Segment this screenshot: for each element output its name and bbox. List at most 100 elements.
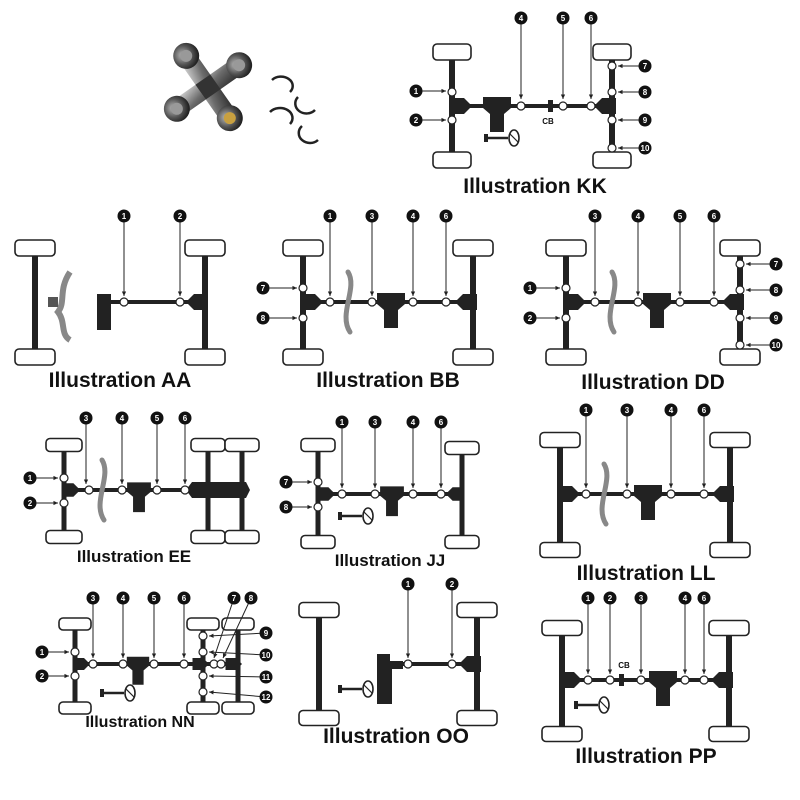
u-joint-point — [367, 297, 377, 307]
tire — [539, 541, 581, 559]
tire — [456, 601, 498, 619]
u-joint-point — [607, 87, 617, 97]
callout-badge — [523, 311, 537, 325]
callout-number: 10 — [262, 651, 271, 660]
differential — [594, 98, 616, 114]
callout-number: 1 — [584, 406, 589, 415]
callout-arrow — [151, 653, 157, 658]
u-joint-point — [198, 671, 208, 681]
callout-arrow — [618, 89, 623, 95]
callout-badge — [150, 411, 164, 425]
callout-badge — [227, 591, 241, 605]
callout-number: 3 — [370, 212, 375, 221]
callout-number: 5 — [155, 414, 160, 423]
callout-arrow — [607, 669, 613, 674]
transfer-case — [377, 293, 405, 328]
tire — [14, 348, 56, 366]
illustration-title: Illustration JJ — [335, 551, 446, 570]
differential — [712, 486, 734, 502]
tire — [298, 709, 340, 727]
callout-number: 1 — [340, 418, 345, 427]
u-joint-point — [441, 297, 451, 307]
u-joint-point — [607, 115, 617, 125]
callout-arrow — [410, 291, 416, 296]
transfer-case — [649, 671, 677, 706]
callout-badge — [368, 415, 382, 429]
callout-badge — [434, 415, 448, 429]
callout-arrow — [555, 315, 560, 321]
callout-arrow — [209, 633, 214, 638]
u-joint-point — [118, 659, 128, 669]
callout-arrow — [746, 287, 751, 293]
callout-arrow — [213, 653, 218, 658]
callout-arrow — [209, 650, 214, 655]
callout-badge — [117, 209, 131, 223]
callout-arrow — [405, 653, 411, 658]
callout-badge — [439, 209, 453, 223]
callout-arrow — [677, 291, 683, 296]
callout-number: 2 — [414, 116, 419, 125]
callout-number: 1 — [528, 284, 533, 293]
callout-badge — [177, 591, 191, 605]
tire — [58, 617, 92, 631]
u-joint-point — [699, 675, 709, 685]
u-joint-point — [636, 675, 646, 685]
steering-column — [574, 701, 578, 709]
illustration-title: Illustration DD — [581, 371, 725, 394]
carrier-bearing-label: CB — [618, 661, 630, 670]
steering-wheel-icon — [599, 700, 609, 710]
callout-number: 7 — [261, 284, 266, 293]
callout-leader — [213, 597, 235, 659]
callout-leader — [222, 597, 252, 659]
illustration-title: Illustration OO — [323, 725, 469, 748]
illustration-title: Illustration LL — [577, 562, 716, 585]
tire — [224, 437, 260, 453]
callout-arrow — [711, 291, 717, 296]
steering-wheel-icon — [363, 684, 373, 694]
transfer-case — [127, 482, 151, 513]
tire — [224, 529, 260, 545]
steering-wheel-icon — [509, 133, 519, 143]
tire — [545, 348, 587, 366]
callout-arrow — [292, 315, 297, 321]
callout-badge — [259, 626, 273, 640]
callout-number: 2 — [528, 314, 533, 323]
u-joint-point — [699, 489, 709, 499]
u-joint-point — [666, 489, 676, 499]
carrier-bearing — [619, 674, 624, 686]
callout-number: 4 — [669, 406, 674, 415]
callout-number: 1 — [122, 212, 127, 221]
tire — [541, 619, 583, 637]
callout-number: 6 — [702, 594, 707, 603]
u-joint-point — [403, 659, 413, 669]
u-joint-point — [558, 101, 568, 111]
u-joint-point — [408, 297, 418, 307]
callout-number: 8 — [284, 503, 289, 512]
callout-number: 9 — [264, 629, 269, 638]
callout-number: 1 — [586, 594, 591, 603]
callout-number: 1 — [28, 474, 33, 483]
callout-number: 7 — [232, 594, 237, 603]
callout-number: 4 — [636, 212, 641, 221]
differential — [301, 294, 323, 310]
tire — [708, 725, 750, 743]
callout-badge — [23, 471, 37, 485]
callout-number: 3 — [91, 594, 96, 603]
callout-arrow — [209, 690, 214, 695]
callout-arrow — [307, 479, 312, 485]
u-joint-point — [370, 489, 380, 499]
callout-number: 6 — [712, 212, 717, 221]
u-joint-point — [59, 473, 69, 483]
steering-column — [484, 134, 488, 142]
u-joint-point — [117, 485, 127, 495]
tire — [282, 348, 324, 366]
u-joint-point — [605, 675, 615, 685]
callout-arrow — [64, 673, 69, 679]
callout-badge — [406, 209, 420, 223]
tire — [432, 151, 472, 169]
u-joint-point — [152, 485, 162, 495]
exhaust-pipe — [97, 457, 108, 523]
callout-arrow — [292, 285, 297, 291]
